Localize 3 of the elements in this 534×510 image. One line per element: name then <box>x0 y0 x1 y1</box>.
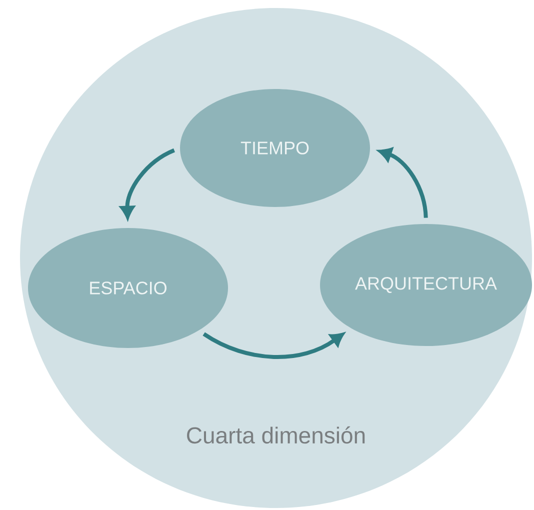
arrow <box>378 148 428 218</box>
arrow <box>202 332 344 359</box>
diagram-caption: Cuarta dimensión <box>187 426 365 444</box>
